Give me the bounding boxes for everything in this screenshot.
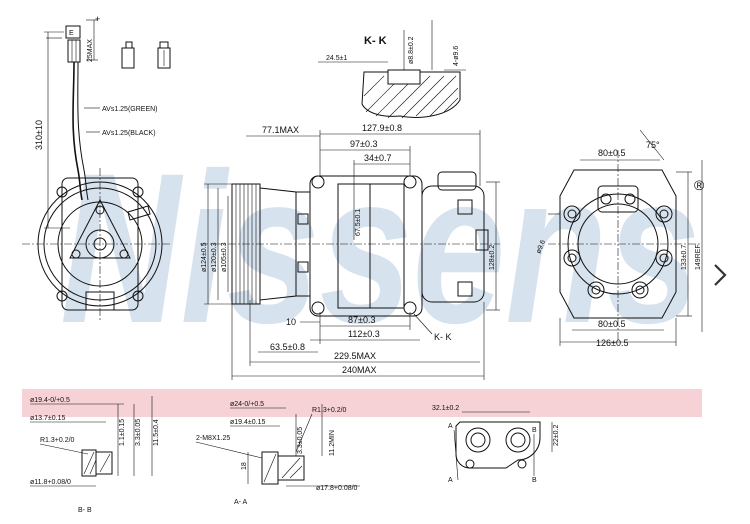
- rear-angle: 75°: [646, 140, 660, 150]
- side-width-3: 34±0.7: [364, 153, 391, 163]
- bb-dia-2: ø13.7±0.15: [30, 415, 65, 422]
- bb-label: B- B: [78, 507, 92, 514]
- bb-dia-1: ø19.4-0/+0.5: [30, 397, 70, 404]
- rear-bottom-width-2: 126±0.5: [596, 338, 628, 348]
- connector-pin-mark: +: [95, 14, 100, 24]
- bb-dia-3: ø11.8+0.08/0: [30, 479, 71, 486]
- watermark: Nissens ®: [60, 129, 705, 368]
- svg-text:E: E: [69, 30, 74, 37]
- section-aa: ø24-0/+0.5 ø19.4±0.15 2-M8X1.25 R1.3+0.2…: [195, 401, 360, 506]
- connector-len-side: 310±10: [34, 120, 44, 150]
- bb-vert-1: 1.1±0.15: [119, 419, 126, 446]
- flange-mark-a-top: A: [448, 423, 453, 430]
- side-bottom-5: 229.5MAX: [334, 351, 376, 361]
- aa-label: A- A: [234, 499, 248, 506]
- side-kk-callout: K- K: [434, 332, 452, 342]
- rear-top-width: 80±0.5: [598, 148, 625, 158]
- chevron-right-icon[interactable]: [712, 262, 728, 288]
- aa-thread: 2-M8X1.25: [196, 435, 230, 442]
- kk-dim-depth: 24.5±1: [326, 55, 347, 62]
- flange-view: 32.1±0.2 22±0.2 A A B B: [432, 405, 560, 484]
- aa-vert-1: 11.2MIN: [329, 430, 336, 456]
- rear-view: 80±0.5 75° ø9.6 133±0.7 149REF 80±0.5 12…: [535, 129, 703, 348]
- rear-hole: ø9.6: [535, 239, 547, 255]
- side-max-len: 77.1MAX: [262, 125, 299, 135]
- side-dia-2: ø120±0.3: [211, 242, 218, 272]
- side-width-2: 97±0.3: [350, 139, 377, 149]
- aa-radius: R1.3+0.2/0: [312, 407, 347, 414]
- side-width-1: 127.9±0.8: [362, 123, 402, 133]
- side-height-2: 128±0.2: [489, 245, 496, 270]
- aa-vert-2: 3.3±0.05: [297, 427, 304, 454]
- side-height-1: 67.5±0.1: [355, 209, 362, 236]
- front-view: [22, 168, 170, 322]
- side-bottom-6: 240MAX: [342, 365, 377, 375]
- side-dia-1: ø124±0.5: [201, 242, 208, 272]
- flange-height: 22±0.2: [553, 425, 560, 446]
- bb-vert-2: 3.3±0.05: [135, 419, 142, 446]
- wire-black-label: AVs1.25(BLACK): [102, 130, 156, 137]
- bb-radius: R1.3+0.2/0: [40, 437, 75, 444]
- flange-width: 32.1±0.2: [432, 405, 459, 412]
- section-kk-title: K- K: [364, 35, 387, 47]
- side-bottom-1: 10: [286, 317, 296, 327]
- aa-dia-1: ø24-0/+0.5: [230, 401, 264, 408]
- rear-height-2: 149REF: [695, 244, 702, 270]
- bb-vert-3: 11.5±0.4: [153, 419, 160, 446]
- wire-green-label: AVs1.25(GREEN): [102, 106, 158, 113]
- side-bottom-2: 87±0.3: [348, 315, 375, 325]
- side-dia-3: ø105±0.3: [221, 242, 228, 272]
- connector-detail: 310±10 E 25MAX + AVs1.25(GREEN) AVs1.25(…: [34, 14, 171, 229]
- flange-mark-b-top: B: [532, 427, 537, 434]
- side-bottom-4: 63.5±0.8: [270, 342, 305, 352]
- section-bb: ø19.4-0/+0.5 ø13.7±0.15 R1.3+0.2/0 1.1±0…: [30, 396, 160, 514]
- connector-len-top: 25MAX: [87, 39, 94, 62]
- kk-dim-dia: ø8.8±0.2: [408, 36, 415, 64]
- watermark-text: Nissens: [60, 129, 700, 368]
- flange-mark-b-bottom: B: [532, 477, 537, 484]
- flange-mark-a-bottom: A: [448, 477, 453, 484]
- aa-vert-3: 18: [241, 462, 248, 470]
- side-bottom-3: 112±0.3: [348, 329, 380, 339]
- rear-height-1: 133±0.7: [681, 245, 688, 270]
- side-view: 77.1MAX 127.9±0.8 97±0.3 34±0.7 67.5±0.1…: [200, 123, 500, 380]
- highlight-band: [22, 389, 702, 417]
- section-kk: K- K 24.5±1 ø8.8±0.2 4-ø9.6: [318, 20, 466, 119]
- kk-dim-holes: 4-ø9.6: [453, 46, 460, 66]
- aa-dia-2: ø19.4±0.15: [230, 419, 265, 426]
- rear-bottom-width-1: 80±0.5: [598, 319, 625, 329]
- watermark-registered: ®: [694, 177, 705, 193]
- aa-dia-3: ø17.8+0.08/0: [316, 485, 358, 492]
